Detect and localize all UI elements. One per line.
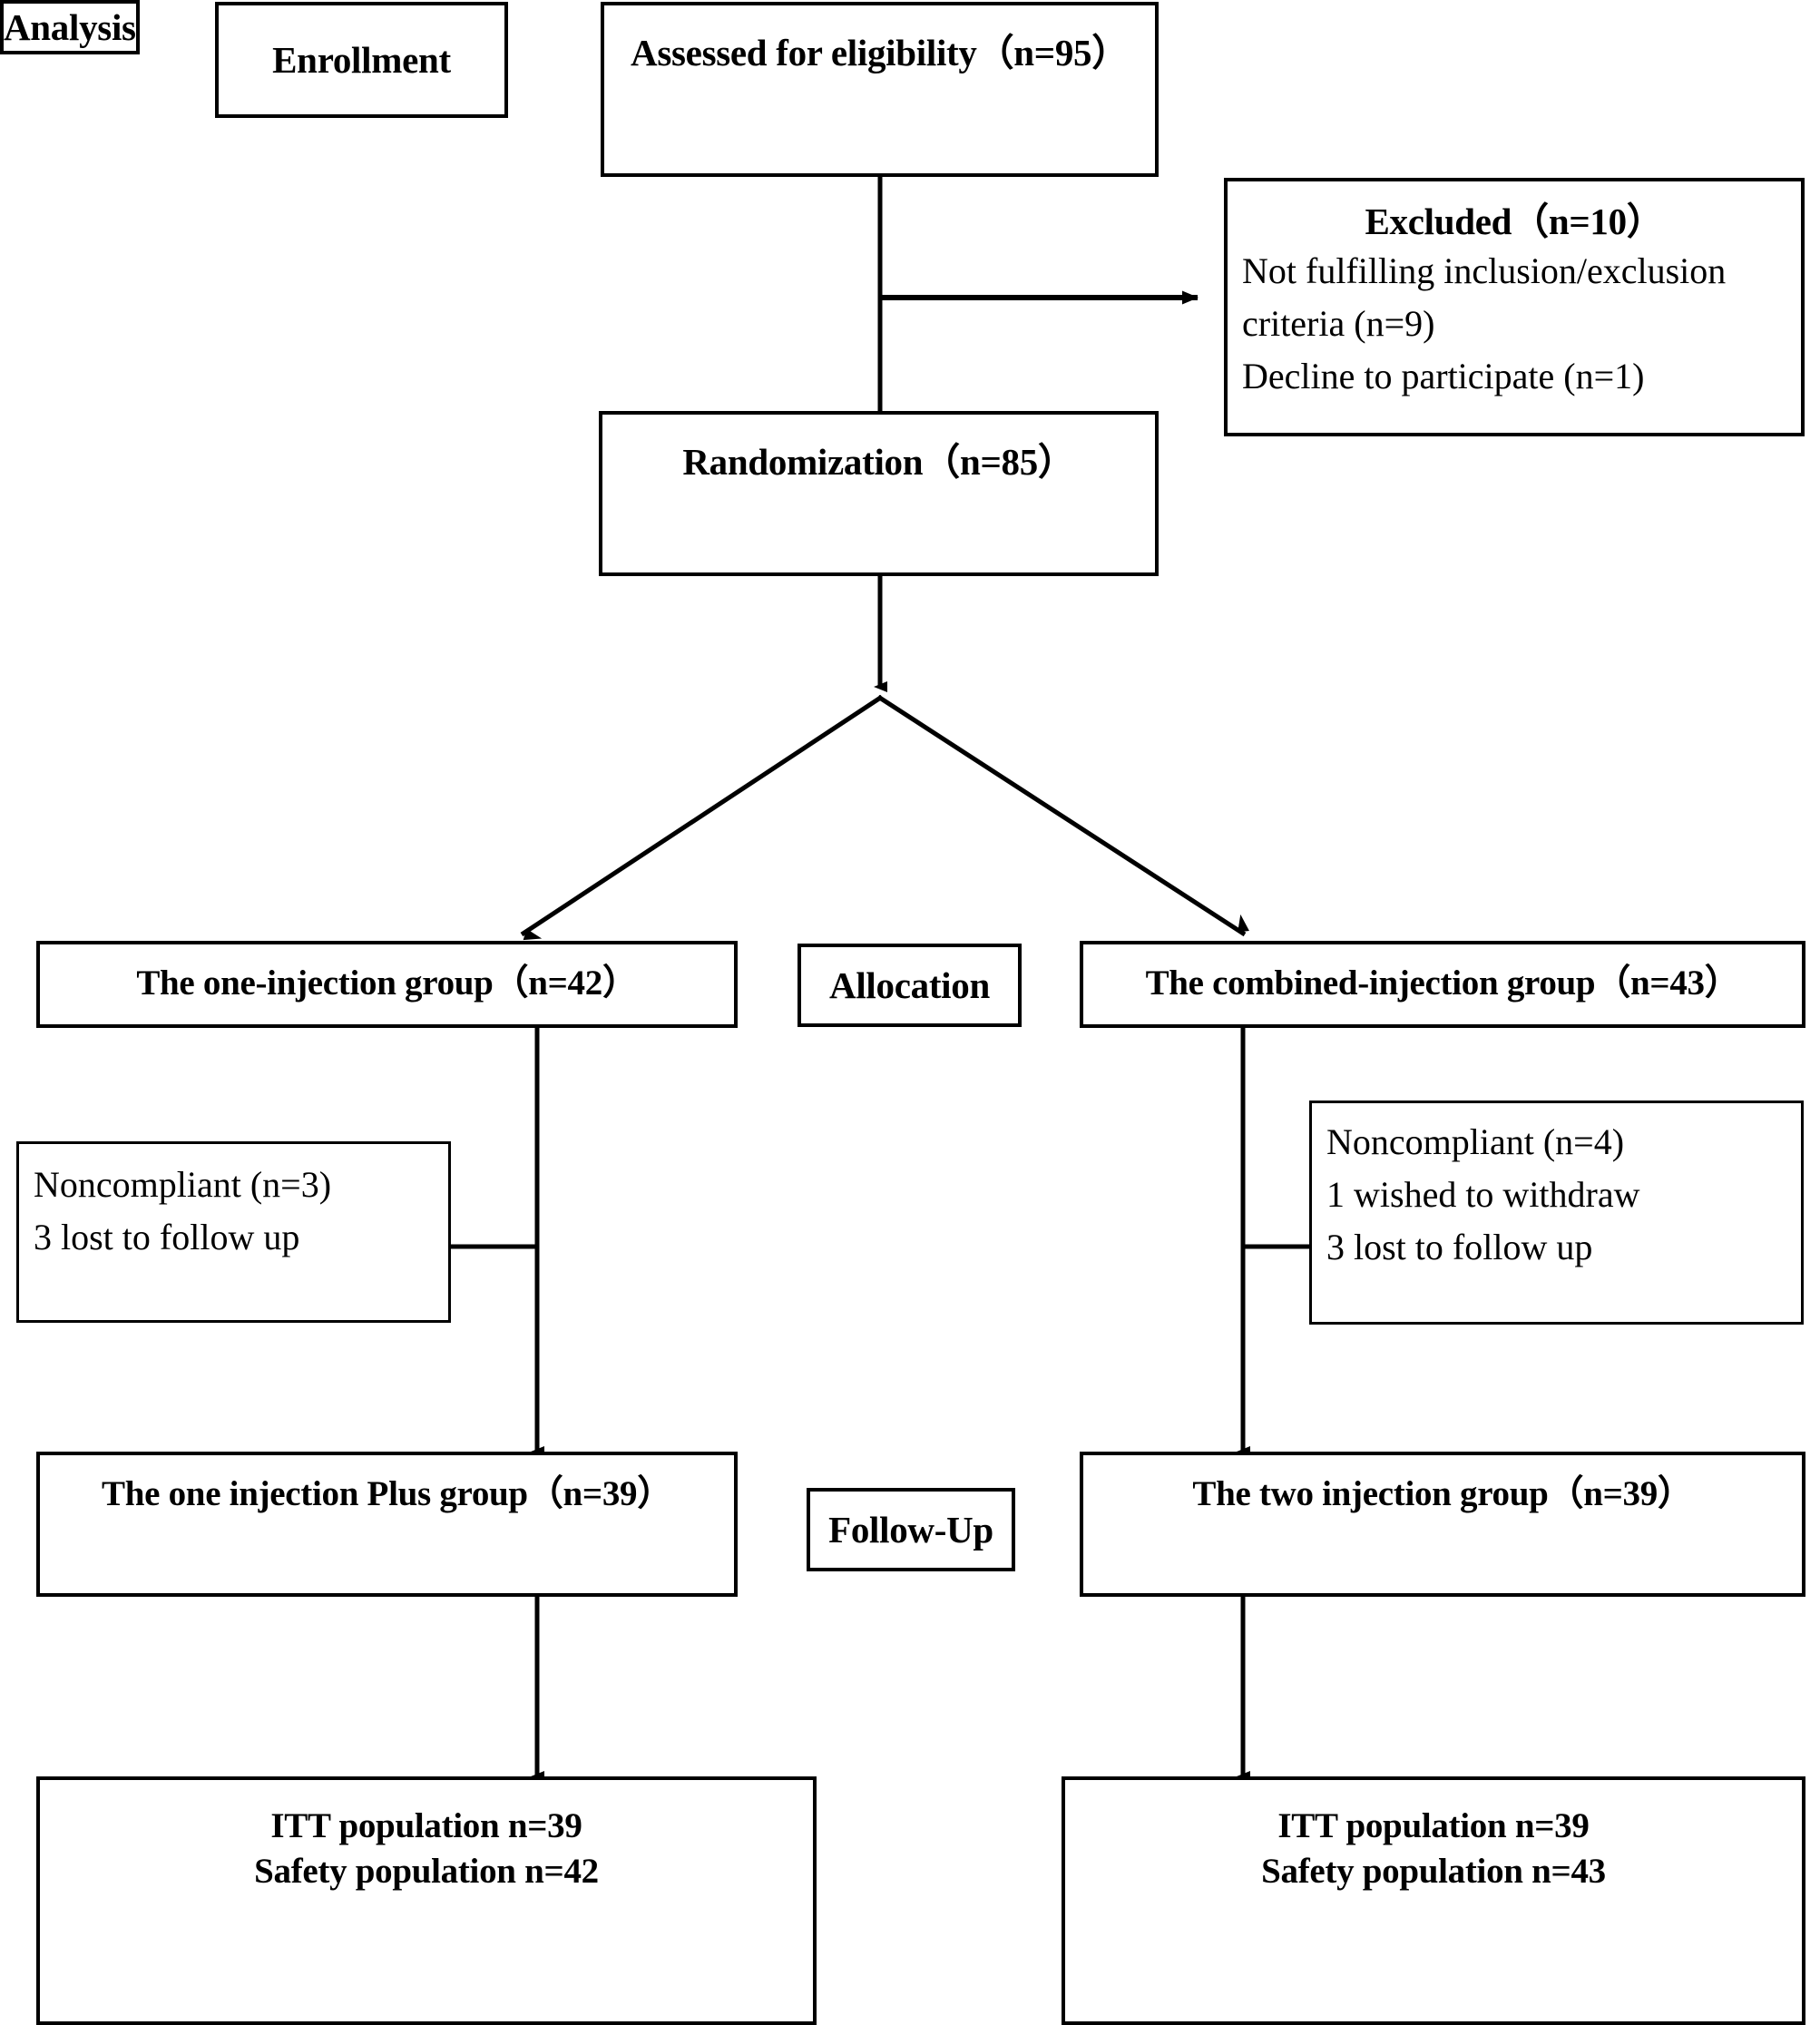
stage-label-followup-text: Follow-Up (828, 1508, 993, 1551)
stage-label-followup: Follow-Up (807, 1488, 1015, 1571)
node-noncompliant-right: Noncompliant (n=4) 1 wished to withdraw … (1309, 1101, 1804, 1325)
node-excluded-heading: Excluded（n=10） (1365, 201, 1664, 242)
node-noncompliant-left-line-2: 3 lost to follow up (34, 1217, 300, 1257)
node-assessed-line-1: Assessed for eligibility（n=95） (631, 32, 1129, 73)
stage-label-enrollment: Enrollment (215, 2, 508, 118)
node-excluded-line-1: Not fulfilling inclusion/exclusion (1242, 250, 1727, 292)
node-excluded: Excluded（n=10） Not fulfilling inclusion/… (1224, 178, 1805, 436)
node-assessed-for-eligibility: Assessed for eligibility（n=95） (601, 2, 1159, 177)
node-noncompliant-right-line-3: 3 lost to follow up (1326, 1227, 1593, 1267)
node-combined-injection-group: The combined-injection group（n=43） (1080, 941, 1805, 1028)
node-randomization-line-1: Randomization（n=85） (682, 441, 1075, 483)
node-one-injection-group: The one-injection group（n=42） (36, 941, 738, 1028)
node-one-injection-plus-group-line-1: The one injection Plus group（n=39） (102, 1474, 672, 1513)
node-analysis-right-line-1: ITT population n=39 (1277, 1806, 1590, 1845)
stage-label-analysis: Analysis (0, 0, 140, 55)
node-excluded-line-2: criteria (n=9) (1242, 303, 1435, 345)
connector-split-to-one-injection (520, 694, 884, 941)
node-noncompliant-left: Noncompliant (n=3) 3 lost to follow up (16, 1141, 451, 1323)
node-two-injection-group-line-1: The two injection group（n=39） (1192, 1474, 1693, 1513)
stage-label-analysis-text: Analysis (4, 6, 136, 48)
connector-split-to-combined-injection (876, 694, 1249, 937)
node-excluded-line-3: Decline to participate (n=1) (1242, 356, 1645, 397)
node-analysis-left-line-2: Safety population n=42 (254, 1851, 599, 1891)
stage-label-allocation-text: Allocation (829, 964, 990, 1006)
node-randomization: Randomization（n=85） (599, 411, 1159, 576)
node-noncompliant-left-line-1: Noncompliant (n=3) (34, 1164, 332, 1205)
node-noncompliant-right-line-2: 1 wished to withdraw (1326, 1174, 1640, 1215)
node-analysis-left-line-1: ITT population n=39 (270, 1806, 582, 1845)
node-analysis-right: ITT population n=39 Safety population n=… (1062, 1776, 1805, 2025)
node-noncompliant-right-line-1: Noncompliant (n=4) (1326, 1121, 1625, 1162)
stage-label-enrollment-text: Enrollment (272, 38, 451, 81)
node-analysis-right-line-2: Safety population n=43 (1261, 1851, 1606, 1891)
node-analysis-left: ITT population n=39 Safety population n=… (36, 1776, 817, 2025)
node-one-injection-group-line-1: The one-injection group（n=42） (136, 964, 638, 1003)
node-one-injection-plus-group: The one injection Plus group（n=39） (36, 1452, 738, 1597)
node-combined-injection-group-line-1: The combined-injection group（n=43） (1145, 964, 1740, 1003)
node-two-injection-group: The two injection group（n=39） (1080, 1452, 1805, 1597)
stage-label-allocation: Allocation (797, 944, 1022, 1027)
